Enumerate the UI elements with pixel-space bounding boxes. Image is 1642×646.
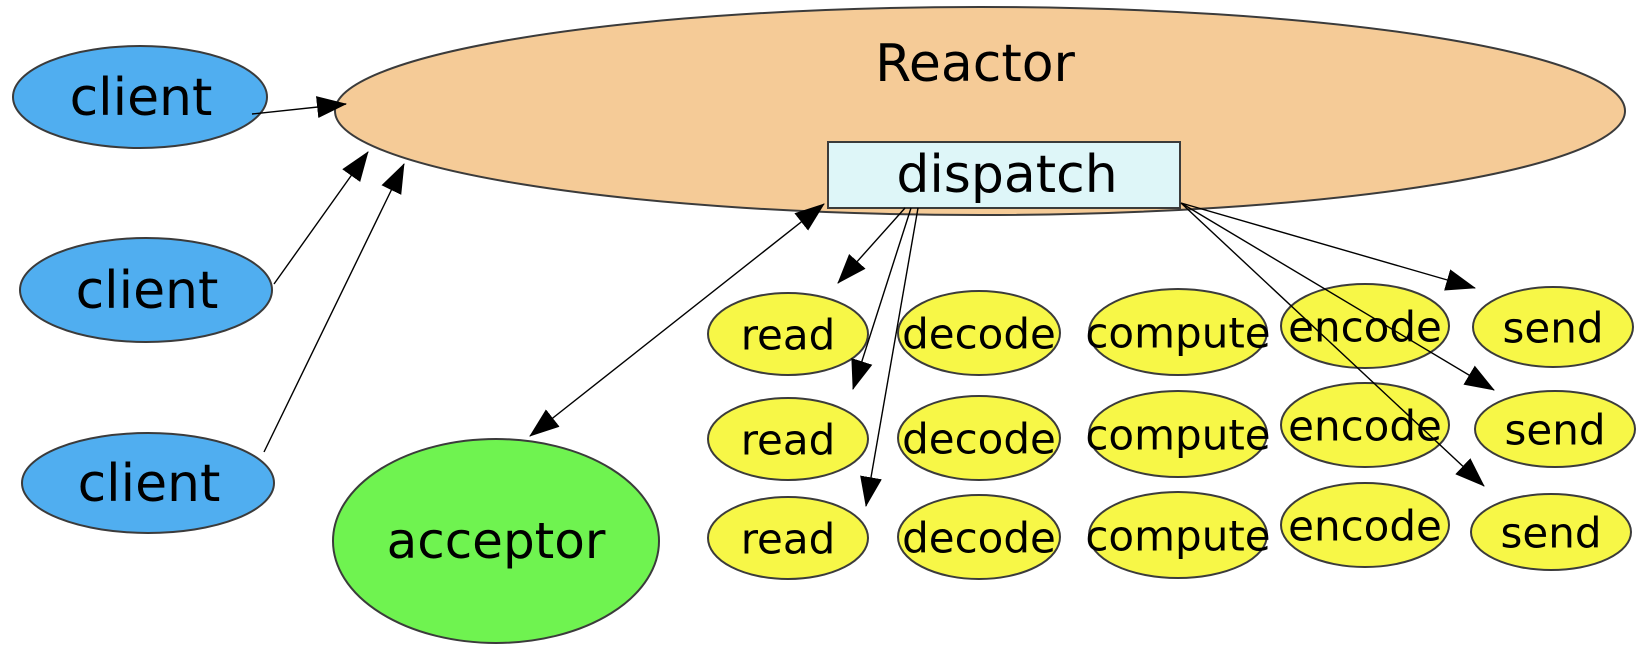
handler-ellipse-row2-encode xyxy=(1280,382,1450,468)
handler-label-row3-compute: compute xyxy=(1085,512,1270,561)
arrow-dispatch-to-send-2 xyxy=(1180,202,1495,391)
client-ellipse-1 xyxy=(12,45,268,149)
handler-label-row3-encode: encode xyxy=(1288,502,1442,551)
handler-label-row2-compute: compute xyxy=(1085,411,1270,460)
handler-ellipse-row2-compute xyxy=(1088,390,1268,478)
acceptor-ellipse xyxy=(332,438,660,644)
handler-ellipse-row3-send xyxy=(1470,493,1632,571)
acceptor-label: acceptor xyxy=(387,512,606,570)
handler-label-row1-decode: decode xyxy=(902,310,1056,359)
handler-ellipse-row3-read xyxy=(707,496,869,580)
reactor-label: Reactor xyxy=(875,34,1075,94)
client-ellipse-3 xyxy=(21,432,275,534)
handler-ellipse-row1-compute xyxy=(1088,288,1268,376)
arrow-acceptor-dispatch-bidirectional xyxy=(529,203,825,437)
handler-label-row2-read: read xyxy=(741,416,836,465)
handler-label-row1-encode: encode xyxy=(1288,303,1442,352)
arrow-dispatch-to-send-1 xyxy=(1180,202,1476,291)
arrow-dispatch-to-read-1 xyxy=(837,207,906,284)
client-ellipse-2 xyxy=(19,237,273,343)
handler-ellipse-row2-decode xyxy=(897,395,1061,481)
handler-label-row1-send: send xyxy=(1502,304,1603,353)
handler-label-row2-decode: decode xyxy=(902,415,1056,464)
handler-ellipse-row3-encode xyxy=(1280,482,1450,568)
handler-label-row2-encode: encode xyxy=(1288,402,1442,451)
client-label-3: client xyxy=(78,454,221,514)
handler-label-row3-decode: decode xyxy=(902,514,1056,563)
dispatch-box xyxy=(827,141,1181,209)
client-label-1: client xyxy=(70,68,213,128)
handler-ellipse-row3-compute xyxy=(1088,491,1268,579)
arrow-client1-to-reactor xyxy=(251,96,347,119)
handler-ellipse-row1-encode xyxy=(1280,283,1450,369)
arrow-client3-to-reactor xyxy=(263,163,405,453)
handler-ellipse-row2-send xyxy=(1474,390,1636,468)
handler-label-row3-read: read xyxy=(741,515,836,564)
handler-label-row2-send: send xyxy=(1504,406,1605,455)
client-label-2: client xyxy=(76,261,219,321)
handler-ellipse-row1-send xyxy=(1472,286,1634,368)
dispatch-label: dispatch xyxy=(896,145,1117,205)
handler-ellipse-row1-decode xyxy=(897,290,1061,376)
handler-ellipse-row3-decode xyxy=(897,494,1061,580)
handler-label-row1-read: read xyxy=(741,311,836,360)
arrow-dispatch-to-read-3 xyxy=(860,207,919,507)
handler-label-row3-send: send xyxy=(1500,509,1601,558)
arrow-client2-to-reactor xyxy=(273,151,369,285)
arrow-dispatch-to-send-3 xyxy=(1180,202,1485,487)
handler-label-row1-compute: compute xyxy=(1085,309,1270,358)
arrow-dispatch-to-read-2 xyxy=(851,207,912,390)
